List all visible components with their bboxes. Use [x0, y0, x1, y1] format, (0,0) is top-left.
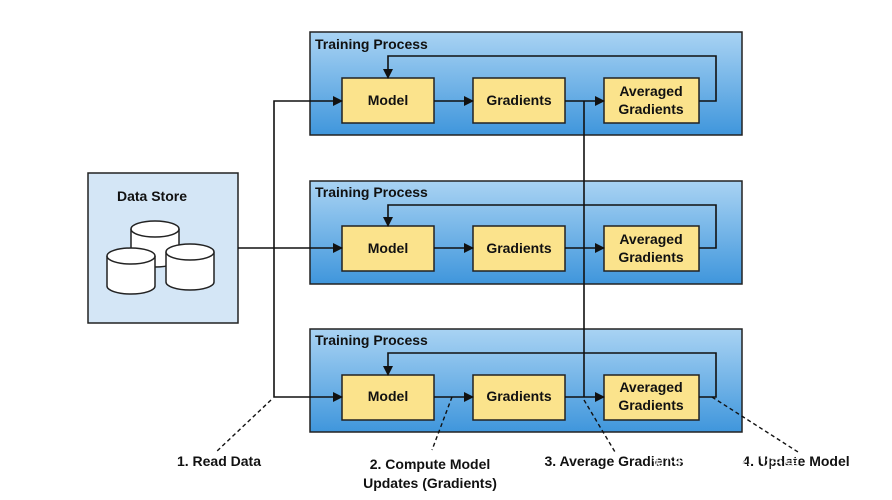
training-process-3: Training Process Model Gradients Average…: [309, 328, 743, 433]
averaged-label-line2: Gradients: [618, 397, 684, 413]
connectors: [238, 55, 717, 402]
data-store-title: Data Store: [117, 188, 187, 204]
process-title: Training Process: [315, 332, 428, 348]
model-label: Model: [368, 388, 408, 404]
process-title: Training Process: [315, 184, 428, 200]
data-store: Data Store: [87, 172, 239, 324]
process-title: Training Process: [315, 36, 428, 52]
averaged-label-line1: Averaged: [619, 379, 682, 395]
step-read-data: 1. Read Data: [177, 453, 261, 469]
training-process-2: Training Process Model Gradients Average…: [309, 180, 743, 285]
model-label: Model: [368, 240, 408, 256]
read-data-arrow: [273, 248, 343, 402]
step-compute-line2: Updates (Gradients): [363, 475, 497, 491]
averaged-label-line1: Averaged: [619, 231, 682, 247]
update-loop: [383, 204, 717, 249]
step-compute-line1: 2. Compute Model: [370, 456, 491, 472]
database-icon: [106, 220, 215, 295]
gradients-label: Gradients: [486, 92, 552, 108]
update-loop: [383, 55, 717, 102]
step-update: 4. Update Model: [742, 453, 849, 469]
averaged-gradients-node: [603, 225, 700, 272]
model-label: Model: [368, 92, 408, 108]
update-leader: [711, 396, 799, 453]
read-data-leader: [215, 399, 272, 453]
training-process-1: Training Process Model Gradients Average…: [309, 31, 743, 136]
compute-leader: [431, 396, 453, 451]
callout-leaders: [215, 396, 799, 453]
averaged-label-line2: Gradients: [618, 101, 684, 117]
averaged-label-line1: Averaged: [619, 83, 682, 99]
read-data-arrow: [273, 96, 343, 248]
averaged-label-line2: Gradients: [618, 249, 684, 265]
watermark: 知乎 @佟爽小伟重: [652, 452, 801, 472]
gradients-label: Gradients: [486, 240, 552, 256]
update-loop: [383, 352, 717, 398]
step-average: 3. Average Gradients: [544, 453, 683, 469]
gradients-label: Gradients: [486, 388, 552, 404]
average-leader: [583, 399, 616, 453]
